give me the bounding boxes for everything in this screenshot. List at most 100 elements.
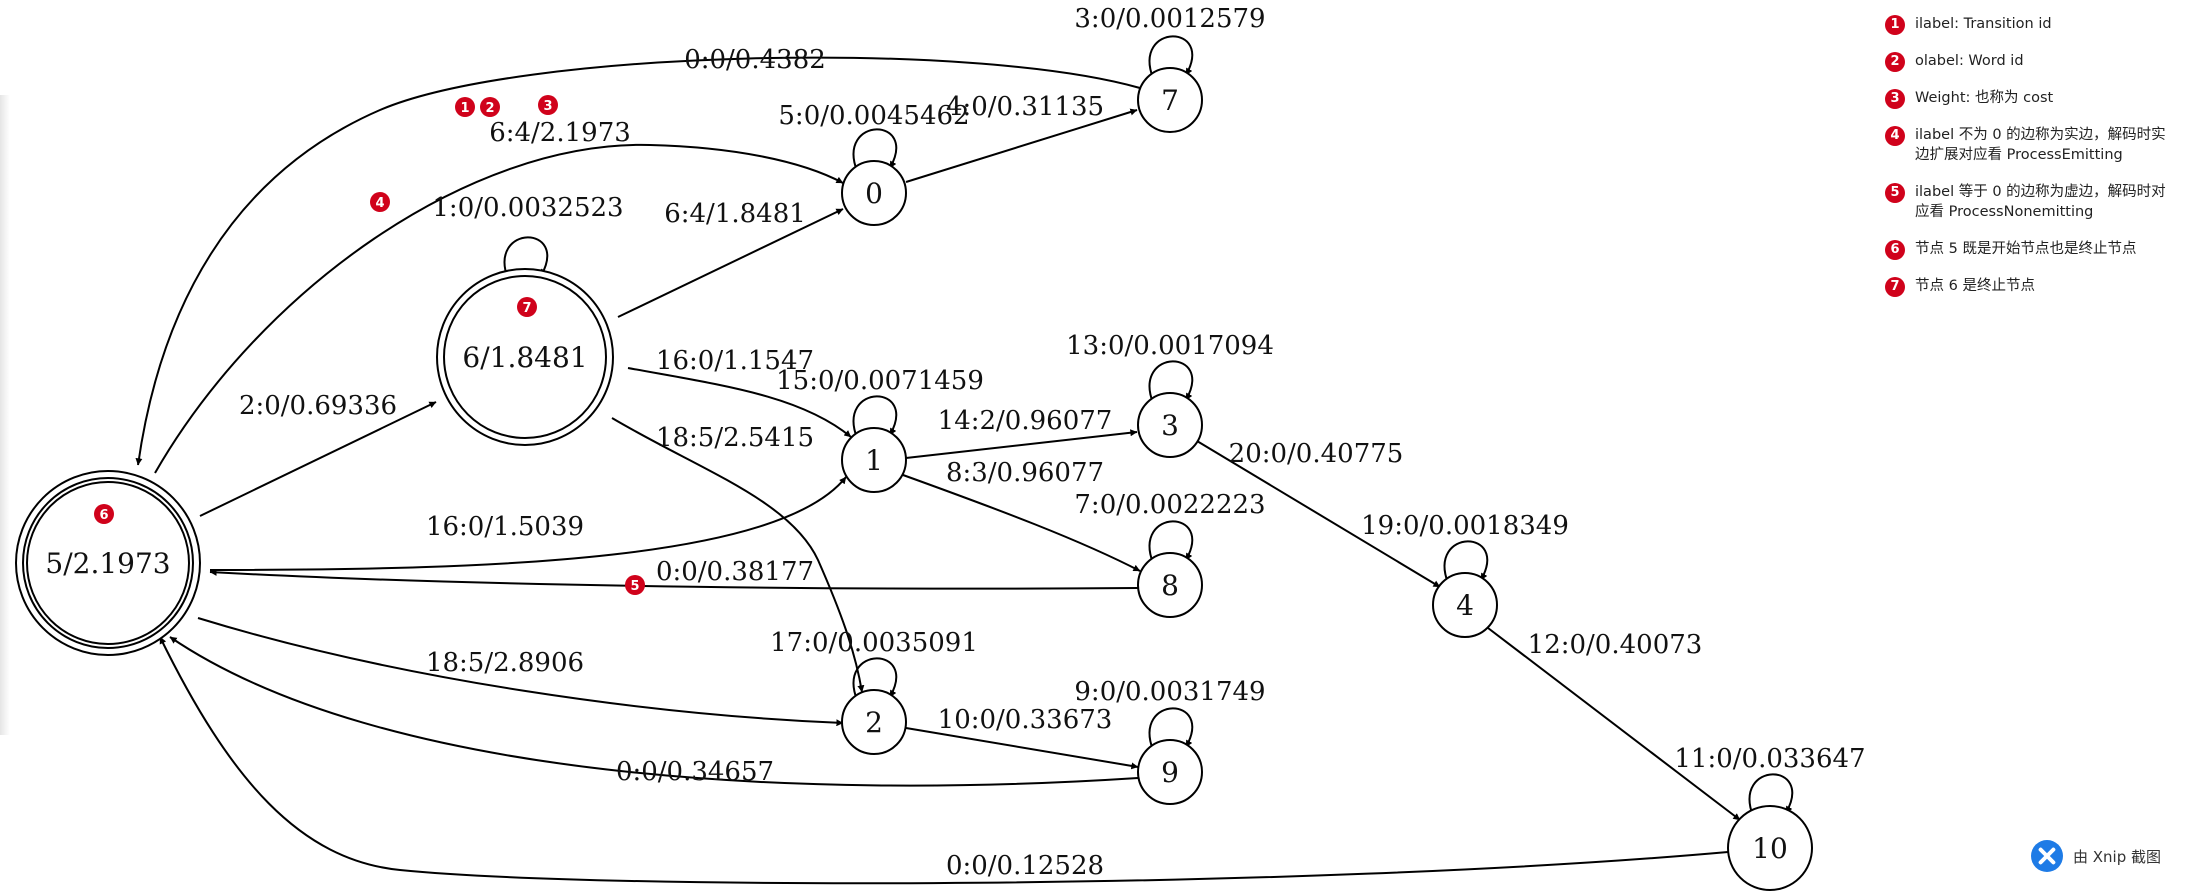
node-circle <box>841 427 907 493</box>
edge-label: 14:2/0.96077 <box>938 406 1113 436</box>
edge-1-to-3 <box>905 429 1138 459</box>
edge-label: 10:0/0.33673 <box>938 705 1113 735</box>
edge-label: 3:0/0.0012579 <box>1074 4 1265 34</box>
node-label: 8 <box>1161 569 1179 602</box>
edge-label: 0:0/0.12528 <box>946 851 1104 881</box>
edge-6-to-6 <box>503 236 549 280</box>
edge-3-to-4 <box>1196 440 1441 588</box>
annotation-badge-7: 7 <box>517 297 537 317</box>
badge-number: 6 <box>99 508 108 523</box>
edge-3-to-3 <box>1148 360 1194 404</box>
badge-number: 1 <box>460 101 469 116</box>
xnip-logo-icon <box>2030 840 2063 872</box>
edge-4-to-4 <box>1443 540 1489 584</box>
edge-5-to-0 <box>154 143 844 474</box>
annotation-badge-5: 5 <box>625 575 645 595</box>
edge-label: 6:4/1.8481 <box>664 199 806 229</box>
node-label: 2 <box>865 706 883 739</box>
node-circle <box>1137 67 1203 133</box>
node-label: 7 <box>1161 84 1179 117</box>
badge-number: 5 <box>630 579 639 594</box>
node-5: 5/2.1973 <box>15 470 201 656</box>
edge-label: 6:4/2.1973 <box>489 118 631 148</box>
badge-circle <box>538 95 558 115</box>
legend-item: 4 ilabel 不为 0 的边称为实边，解码时实边扩展对应看 ProcessEm… <box>1885 125 2175 165</box>
badge-number: 2 <box>485 101 494 116</box>
edge-label: 9:0/0.0031749 <box>1074 677 1265 707</box>
node-circle <box>1727 805 1813 891</box>
legend-text: ilabel 不为 0 的边称为实边，解码时实边扩展对应看 ProcessEmi… <box>1915 127 2166 163</box>
node-label: 3 <box>1161 409 1179 442</box>
node-start-ring <box>26 481 190 645</box>
edge-6-to-2 <box>611 417 865 693</box>
edge-label: 13:0/0.0017094 <box>1066 331 1274 361</box>
node-circle <box>1137 552 1203 618</box>
edge-label: 11:0/0.033647 <box>1674 744 1865 774</box>
edge-label: 18:5/2.8906 <box>426 648 584 678</box>
badge-number: 7 <box>522 301 531 316</box>
edge-4-to-10 <box>1487 627 1741 821</box>
edge-7-to-5 <box>135 56 1141 466</box>
edge-label: 4:0/0.31135 <box>946 92 1104 122</box>
legend-badge: 4 <box>1885 126 1905 146</box>
node-8: 8 <box>1137 552 1203 618</box>
legend-badge: 2 <box>1885 52 1905 72</box>
legend-item: 3 Weight: 也称为 cost <box>1885 88 2175 109</box>
node-circle <box>841 160 907 226</box>
edge-5-to-6 <box>199 401 437 517</box>
edge-label: 7:0/0.0022223 <box>1074 490 1265 520</box>
badge-circle <box>370 192 390 212</box>
badge-number: 4 <box>375 196 384 211</box>
edge-2-to-2 <box>852 657 898 701</box>
edge-label: 0:0/0.34657 <box>616 757 774 787</box>
badge-circle <box>94 504 114 524</box>
edge-9-to-5 <box>169 636 1139 787</box>
node-circle <box>1432 572 1498 638</box>
edge-label: 5:0/0.0045462 <box>778 101 969 131</box>
annotation-badge-1: 1 <box>455 97 475 117</box>
node-label: 4 <box>1456 589 1474 622</box>
edge-label: 12:0/0.40073 <box>1528 630 1703 660</box>
annotation-badge-6: 6 <box>94 504 114 524</box>
edge-label: 0:0/0.38177 <box>656 557 814 587</box>
edge-label: 1:0/0.0032523 <box>432 193 623 223</box>
node-1: 1 <box>841 427 907 493</box>
node-label: 0 <box>865 177 883 210</box>
legend-badge: 3 <box>1885 89 1905 109</box>
edge-2-to-9 <box>905 727 1139 770</box>
edge-0-to-0 <box>852 128 898 172</box>
edge-0-to-7 <box>905 108 1138 183</box>
badge-circle <box>625 575 645 595</box>
legend-text: ilabel: Transition id <box>1915 16 2052 32</box>
node-label: 5/2.1973 <box>45 547 170 580</box>
edges-layer <box>135 35 1794 885</box>
node-final-ring <box>443 275 607 439</box>
edge-label: 16:0/1.5039 <box>426 512 584 542</box>
edge-label: 18:5/2.5415 <box>656 423 814 453</box>
badge-circle <box>455 97 475 117</box>
node-10: 10 <box>1727 805 1813 891</box>
badge-circle <box>480 97 500 117</box>
edge-9-to-9 <box>1148 707 1194 751</box>
edge-label: 8:3/0.96077 <box>946 458 1104 488</box>
edge-1-to-8 <box>902 474 1141 572</box>
legend-text: Weight: 也称为 cost <box>1915 90 2054 106</box>
watermark-text: 由 Xnip 截图 <box>2072 847 2161 866</box>
edge-label: 2:0/0.69336 <box>239 391 397 421</box>
edge-8-to-5 <box>209 568 1139 590</box>
badge-circle <box>517 297 537 317</box>
edge-label: 16:0/1.1547 <box>656 346 814 376</box>
edge-6-to-0 <box>617 208 844 318</box>
node-3: 3 <box>1137 392 1203 458</box>
edge-1-to-1 <box>852 395 898 439</box>
annotation-badge-2: 2 <box>480 97 500 117</box>
node-circle <box>1137 392 1203 458</box>
legend-badge: 7 <box>1885 277 1905 297</box>
node-label: 6/1.8481 <box>462 341 587 374</box>
edge-5-to-1 <box>209 476 847 571</box>
legend-text: 节点 5 既是开始节点也是终止节点 <box>1915 241 2137 257</box>
